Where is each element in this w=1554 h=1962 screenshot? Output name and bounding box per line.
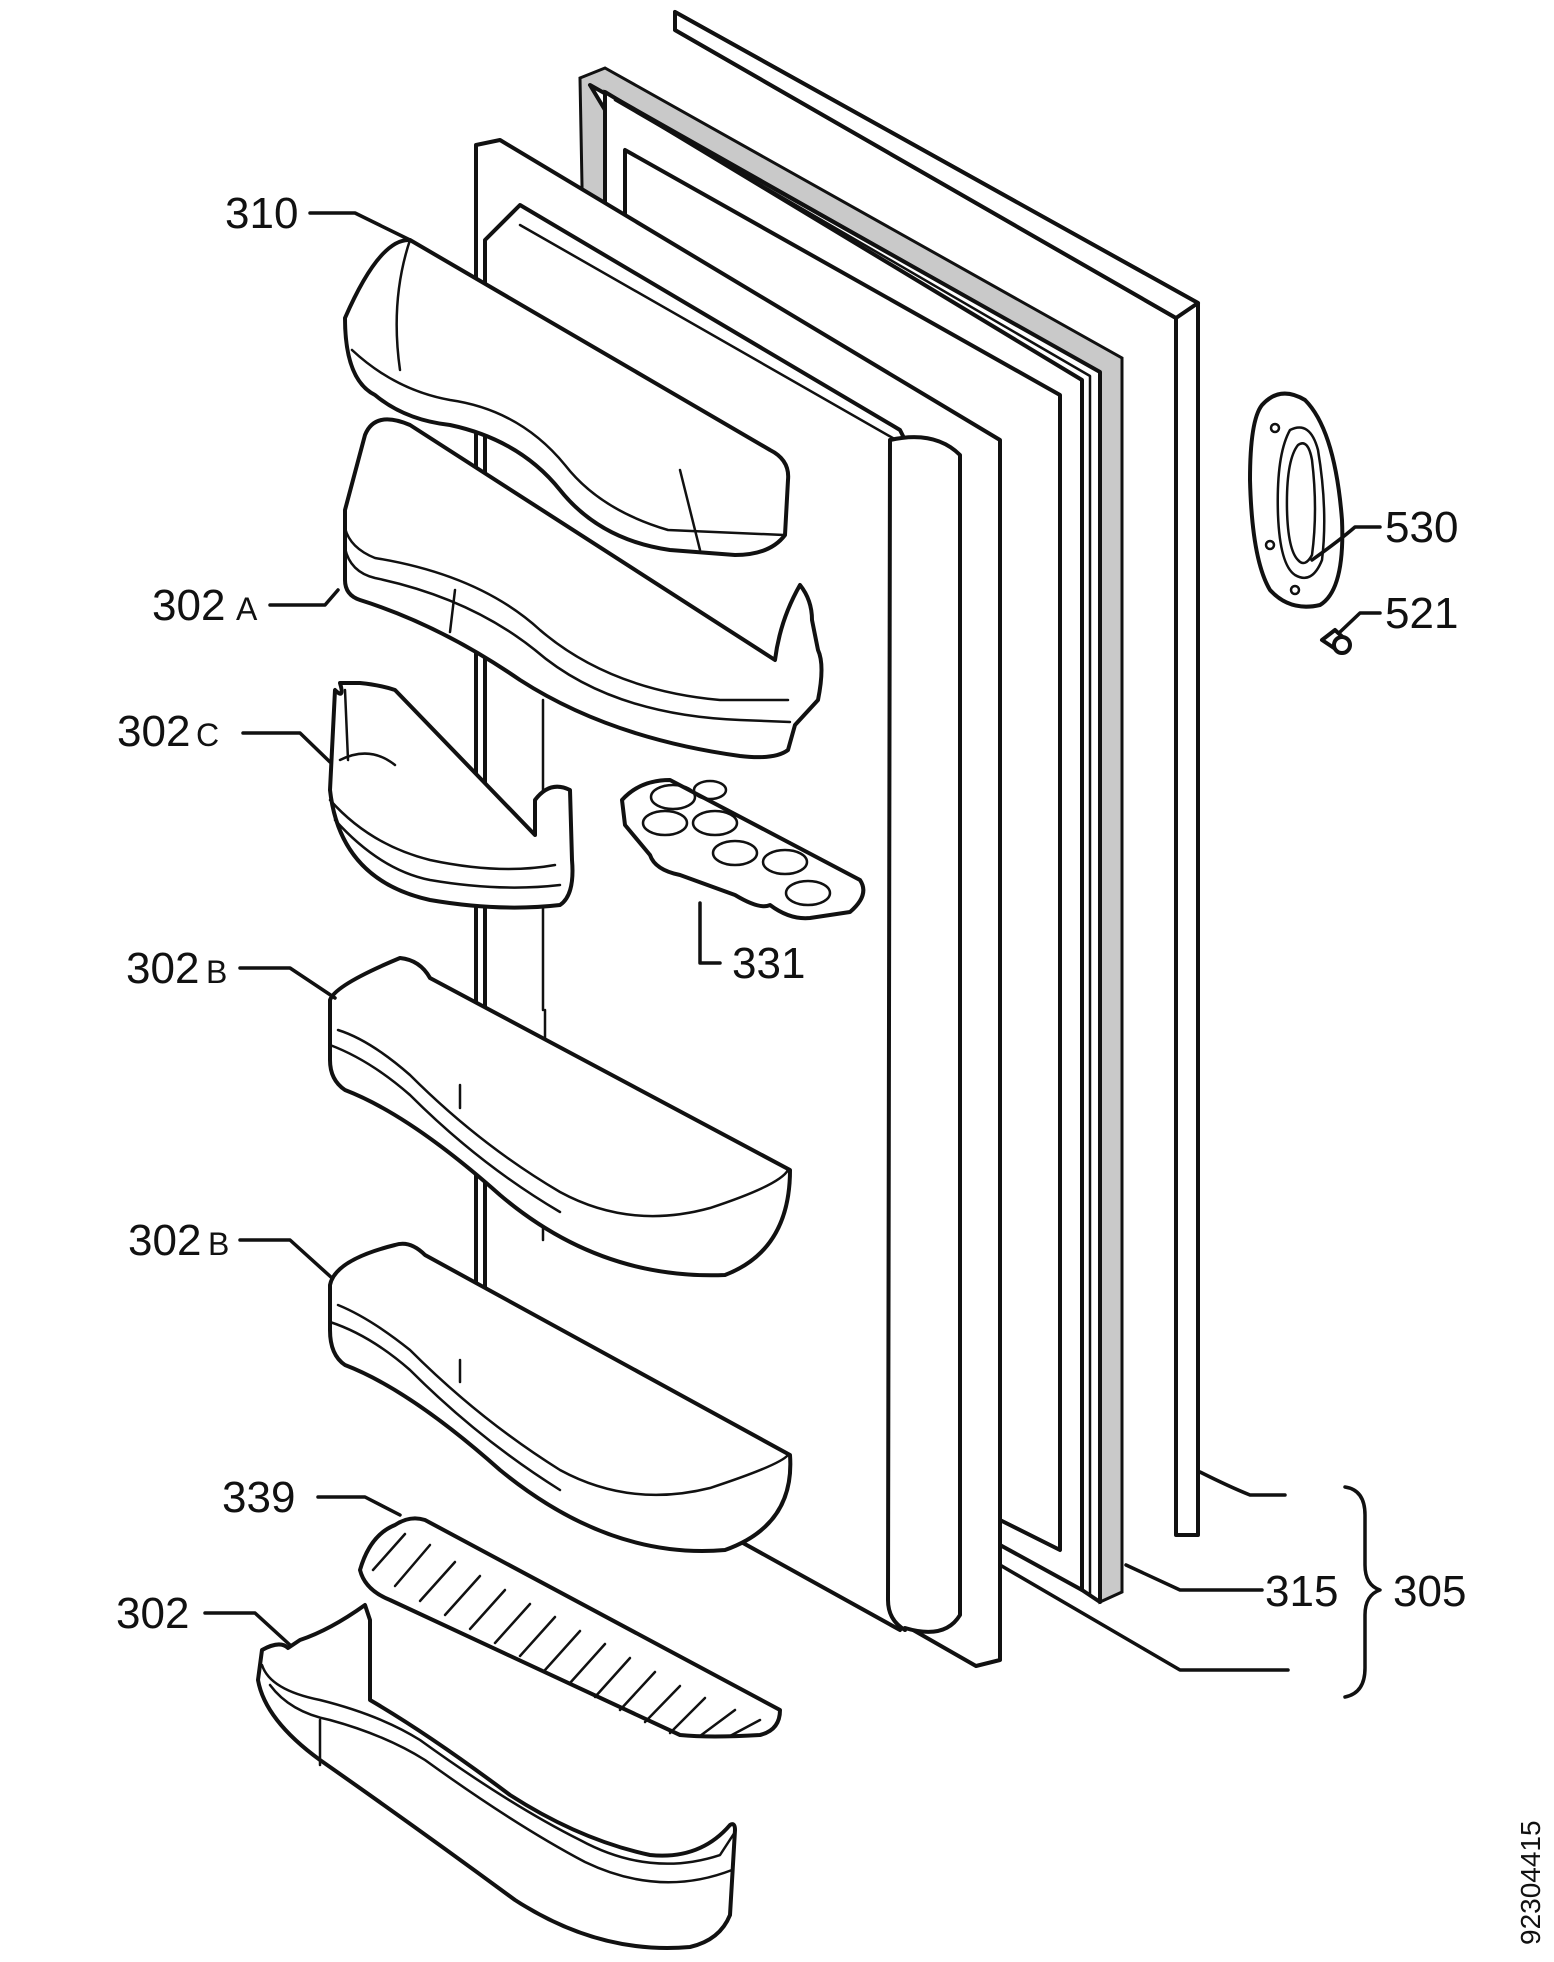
shelf-302-bottom [256,1603,737,1950]
bottle-retainer-339 [358,1516,782,1739]
label-302b-upper-suffix: B [206,954,227,990]
shelf-310-dairy-compartment [343,237,791,557]
label-302: 302 [116,1589,189,1638]
label-331: 331 [732,939,805,988]
label-339: 339 [222,1473,295,1522]
label-302b-upper: 302 [126,944,199,993]
outer-door-panel [673,10,1200,1537]
shelf-302b-lower [328,1241,793,1553]
shelf-302c [328,681,575,910]
hinge-cover-530 [1248,391,1345,609]
leader-lines [203,211,1382,1699]
label-302c: 302 [117,707,190,756]
label-302b-lower-suffix: B [208,1226,229,1262]
label-302c-suffix: C [196,717,219,753]
screw-521 [1320,628,1352,655]
label-305: 305 [1393,1567,1466,1616]
drawing-code: 92304415 [1515,1820,1546,1945]
shelf-302b-upper [328,956,792,1278]
egg-tray-331 [620,778,866,921]
shelf-302a [343,417,824,760]
label-530: 530 [1385,503,1458,552]
label-310: 310 [225,189,298,238]
label-315: 315 [1265,1567,1338,1616]
label-302a-suffix: A [236,591,258,627]
label-302b-lower: 302 [128,1216,201,1265]
label-302a: 302 [152,581,225,630]
label-521: 521 [1385,589,1458,638]
part-labels: 310 302 A 302 C 302 B 302 B 339 302 331 … [116,189,1466,1638]
